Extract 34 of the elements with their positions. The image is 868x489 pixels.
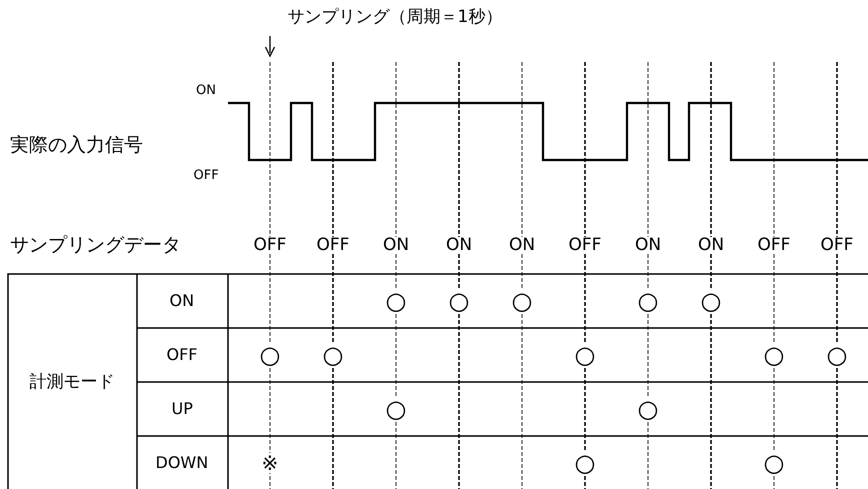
sample-value: OFF <box>820 236 854 254</box>
circle-mark: ○ <box>764 451 784 475</box>
mode-name: UP <box>172 401 193 417</box>
level-label: ON <box>196 84 216 96</box>
circle-mark: ○ <box>386 397 406 421</box>
sample-value: ON <box>446 236 472 254</box>
circle-mark: ○ <box>574 343 596 367</box>
sample-value: OFF <box>316 236 350 254</box>
circle-mark: ○ <box>574 451 596 475</box>
sample-value: ON <box>509 236 536 254</box>
mode-name: OFF <box>166 347 198 363</box>
circle-mark: ○ <box>512 289 532 313</box>
sample-value: ON <box>383 236 410 254</box>
note-mark: ※ <box>262 453 278 473</box>
mode-header: 計測モード <box>30 374 114 390</box>
circle-mark: ○ <box>826 343 848 367</box>
sample-value: ON <box>698 236 724 254</box>
circle-mark: ○ <box>448 289 470 313</box>
circle-mark: ○ <box>638 289 658 313</box>
mode-name: DOWN <box>156 455 208 471</box>
sample-value: OFF <box>568 236 602 254</box>
sample-value: OFF <box>254 236 286 254</box>
sample-value: OFF <box>758 236 790 254</box>
circle-mark: ○ <box>260 343 280 367</box>
circle-mark: ○ <box>638 397 658 421</box>
circle-mark: ○ <box>764 343 784 367</box>
circle-mark: ○ <box>386 289 406 313</box>
signal-name: 実際の入力信号 <box>10 136 143 154</box>
sample-value: ON <box>635 236 662 254</box>
mode-name: ON <box>170 293 194 309</box>
row-title: サンプリングデータ <box>10 236 181 254</box>
level-label: OFF <box>194 168 219 182</box>
circle-mark: ○ <box>700 289 722 313</box>
circle-mark: ○ <box>322 343 344 367</box>
